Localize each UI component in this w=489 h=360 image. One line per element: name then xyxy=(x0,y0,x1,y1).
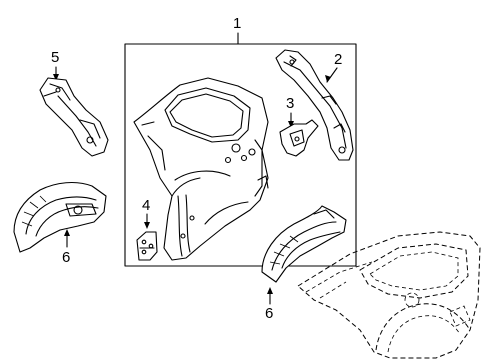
part-1-quarter-panel xyxy=(133,77,269,261)
assembly-boundary xyxy=(124,43,357,267)
callout-2: 2 xyxy=(334,51,343,68)
part-4-plate xyxy=(136,231,158,261)
callout-3: 3 xyxy=(286,95,295,112)
callout-6-right: 6 xyxy=(265,305,274,322)
part-5-bracket xyxy=(39,77,109,157)
part-2-pillar xyxy=(275,49,354,161)
callout-6-left: 6 xyxy=(62,249,71,266)
arrow-4 xyxy=(144,222,150,229)
arrow-6b xyxy=(267,287,273,294)
part-6-wheelhouse-left xyxy=(13,181,107,253)
part-6-wheelhouse-right xyxy=(261,205,347,283)
arrow-5 xyxy=(53,74,59,81)
arrow-6a xyxy=(64,229,70,236)
callout-1: 1 xyxy=(233,15,242,32)
callout-5: 5 xyxy=(51,49,60,66)
callout-4: 4 xyxy=(142,197,151,214)
leader-lines xyxy=(53,32,338,305)
arrow-3 xyxy=(288,121,294,128)
phantom-body-panel xyxy=(297,231,481,359)
arrow-2 xyxy=(325,75,331,82)
part-3-bracket xyxy=(279,119,319,157)
